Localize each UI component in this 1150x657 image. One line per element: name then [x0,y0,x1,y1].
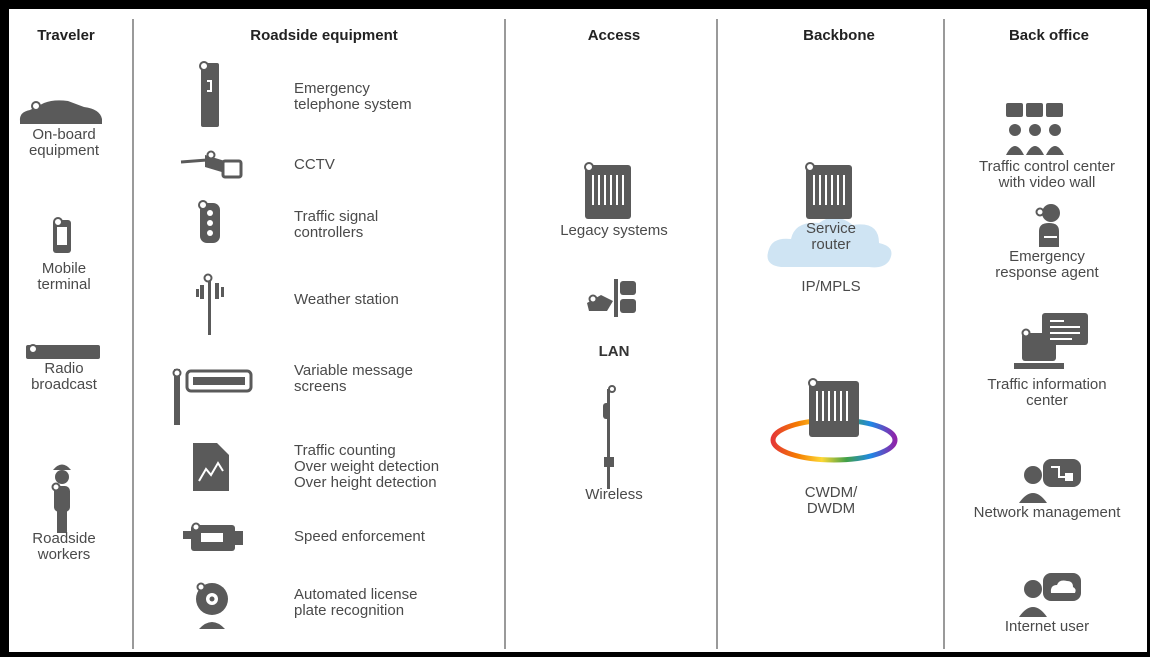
traffic-light-icon [198,200,220,243]
webcam-icon [196,582,228,629]
cctv-camera-icon [180,150,243,179]
backoffice-label-internet-user: Internet user [1004,618,1090,635]
backoffice-label-agent: Emergency response agent [995,248,1099,281]
radio-icon [26,344,100,359]
column-header-access: Access [587,27,641,44]
car-icon [19,100,103,124]
roadside-label-speed: Speed enforcement [294,528,425,545]
traveler-label-workers: Roadside workers [32,530,96,563]
roadside-label-cctv: CCTV [294,156,335,173]
access-label-lan: LAN [598,343,630,360]
worker-icon [51,464,71,533]
speed-camera-icon [183,522,243,551]
roadside-label-traffic-signal: Traffic signal controllers [294,208,379,241]
message-sign-icon [172,368,253,425]
backoffice-label-network: Network management [973,504,1121,521]
backbone-label-ipmpls: IP/MPLS [801,278,861,295]
dwdm-ring-icon [770,378,898,463]
access-label-wireless: Wireless [585,486,643,503]
wireless-tower-icon [603,385,616,489]
column-divider [132,19,134,649]
service-router-icon [805,162,852,219]
backbone-label-dwdm: CWDM/ DWDM [804,484,858,517]
internet-user-icon [1019,573,1081,617]
roadside-label-traffic-counting: Traffic counting Over weight detection O… [294,442,440,491]
roadside-label-message-screens: Variable message screens [294,362,413,395]
backoffice-label-video-wall: Traffic control center with video wall [979,158,1115,191]
mobile-phone-icon [53,217,71,253]
weather-station-icon [196,273,224,335]
column-divider [716,19,718,649]
emergency-phone-icon [199,61,219,127]
traveler-label-mobile: Mobile terminal [37,260,91,293]
agent-icon [1035,204,1060,247]
cloud-icon [767,217,892,268]
roadside-label-weather: Weather station [294,291,399,308]
traveler-label-onboard: On-board equipment [28,126,100,159]
network-management-icon [1019,459,1081,503]
column-header-traveler: Traveler [37,27,95,44]
column-divider [943,19,945,649]
backbone-label-service-router: Service router [805,220,857,253]
ITS-architecture-diagram: Traveler Roadside equipment Access Backb… [9,9,1147,652]
column-header-backbone: Backbone [803,27,875,44]
column-header-roadside-equipment: Roadside equipment [250,27,398,44]
traffic-counter-icon [193,443,229,491]
backoffice-label-info-center: Traffic information center [987,376,1107,409]
legacy-router-icon [584,162,631,219]
roadside-label-license-plate: Automated license plate recognition [294,586,418,619]
video-wall-icon [1006,103,1064,155]
roadside-label-emergency-phone: Emergency telephone system [294,80,412,113]
access-label-legacy: Legacy systems [560,222,668,239]
lan-switch-icon [587,279,636,317]
column-divider [504,19,506,649]
info-center-icon [1014,313,1088,369]
traveler-label-radio: Radio broadcast [31,360,97,393]
column-header-back-office: Back office [1008,27,1090,44]
